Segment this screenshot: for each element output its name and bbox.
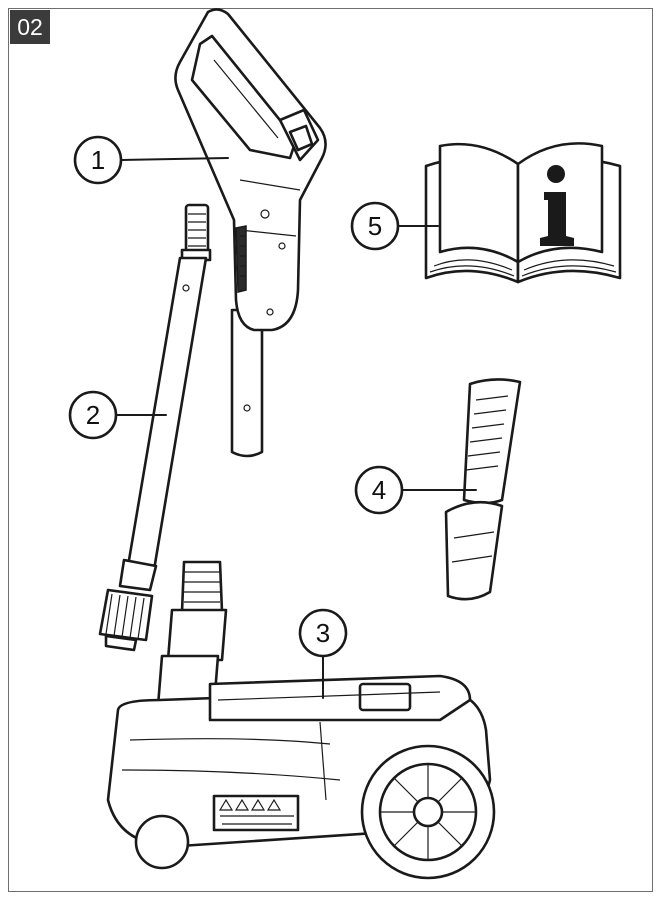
part-main-unit xyxy=(106,560,496,880)
part-handle-gun xyxy=(174,8,327,458)
callout-4: 4 xyxy=(354,465,477,515)
callout-2: 2 xyxy=(68,390,167,440)
part-lance xyxy=(98,203,212,652)
callout-3-label: 3 xyxy=(316,618,330,648)
figure-frame xyxy=(8,8,653,892)
callout-1: 1 xyxy=(73,135,229,185)
callout-3: 3 xyxy=(298,608,348,699)
callout-1-label: 1 xyxy=(91,145,105,175)
part-manual-book xyxy=(424,142,622,284)
callout-5: 5 xyxy=(350,201,439,251)
part-nozzle xyxy=(444,378,522,601)
callout-2-label: 2 xyxy=(86,400,100,430)
callout-5-label: 5 xyxy=(368,211,382,241)
info-icon xyxy=(540,165,574,246)
callout-4-label: 4 xyxy=(372,475,386,505)
figure-number-badge: 02 xyxy=(10,10,50,44)
